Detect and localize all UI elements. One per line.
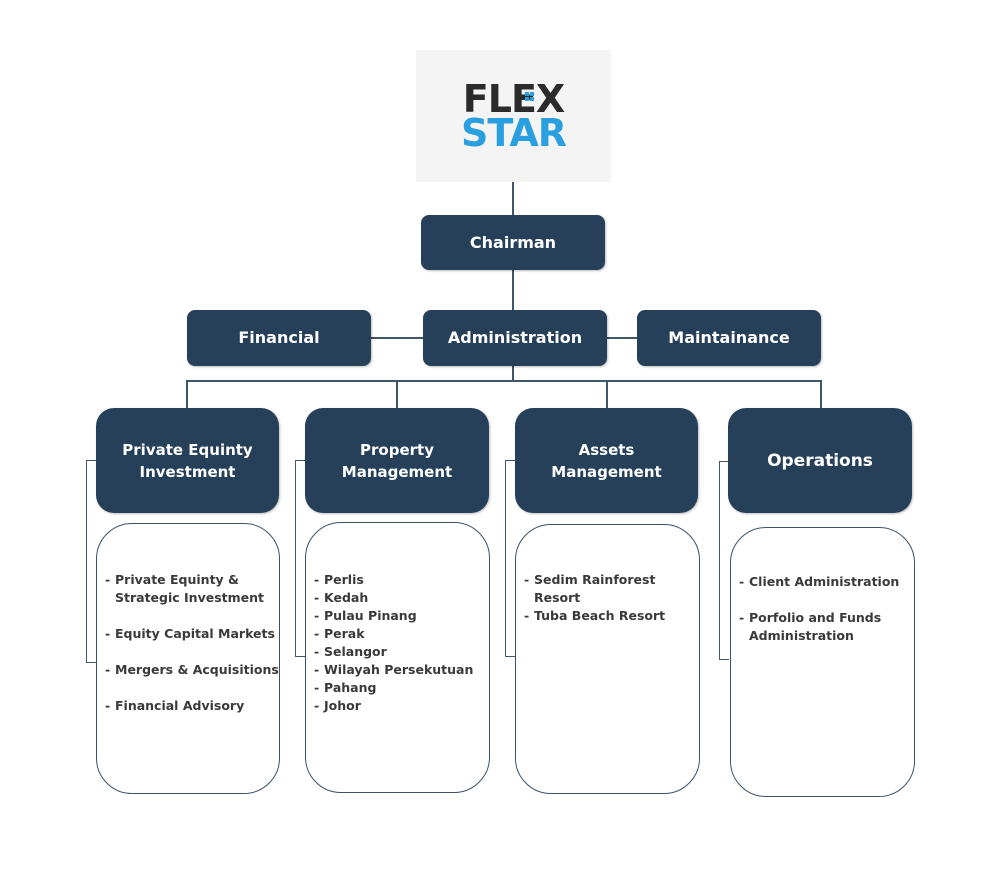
logo-text-bottom: STAR [460,111,567,155]
detail-item: Kedah [314,589,473,607]
connector-logo-chairman [512,182,514,215]
detail-operations: Client Administration Porfolio and Funds… [730,527,915,797]
connector-drop-dept-3 [606,380,608,408]
bracket-dept-2 [295,460,305,657]
window-icon [524,92,534,101]
connector-horizontal-bus [186,380,822,382]
connector-administration-down [512,366,514,382]
detail-item: Tuba Beach Resort [524,607,665,625]
detail-property-management: Perlis Kedah Pulau Pinang Perak Selangor… [305,522,490,793]
bracket-dept-4 [719,461,729,660]
detail-item: Perlis [314,571,473,589]
bracket-dept-1 [86,460,96,663]
dept-title-line: Operations [767,450,873,471]
connector-financial-administration [371,337,423,339]
company-logo: FLEX STAR [416,50,611,182]
connector-drop-dept-2 [396,380,398,408]
connector-chairman-administration [512,270,514,310]
detail-item: Pahang [314,679,473,697]
detail-item: Private Equinty &Strategic Investment [105,571,279,607]
connector-administration-maintainance [607,337,637,339]
detail-item: Financial Advisory [105,697,279,715]
dept-operations: Operations [728,408,912,513]
detail-item: Pulau Pinang [314,607,473,625]
dept-private-equity-investment: Private Equinty Investment [96,408,279,513]
dept-property-management: Property Management [305,408,489,513]
connector-drop-dept-4 [820,380,822,408]
detail-item: Mergers & Acquisitions [105,661,279,679]
detail-item: Wilayah Persekutuan [314,661,473,679]
bracket-dept-3 [505,460,515,657]
maintainance-label: Maintainance [668,328,790,347]
detail-item: Johor [314,697,473,715]
logo-text-top: FLEX [463,80,565,118]
chairman-label: Chairman [469,232,557,252]
detail-item: Selangor [314,643,473,661]
detail-item: Perak [314,625,473,643]
detail-item: Equity Capital Markets [105,625,279,643]
dept-assets-management: Assets Management [515,408,698,513]
administration-label: Administration [447,328,583,347]
financial-node: Financial [187,310,371,366]
dept-title-line: Assets [578,440,635,459]
financial-label: Financial [238,328,320,347]
detail-item: Client Administration [739,573,899,591]
connector-drop-dept-1 [186,380,188,408]
dept-title-line: Private Equinty [122,440,253,459]
dept-title-line: Property [360,440,434,459]
chairman-node: Chairman [421,215,605,270]
logo-word-flex: FLEX [462,77,565,121]
administration-node: Administration [423,310,607,366]
maintainance-node: Maintainance [637,310,821,366]
dept-title-line: Management [341,462,453,481]
dept-title-line: Management [551,462,662,481]
dept-title-line: Investment [139,462,236,481]
detail-private-equity-investment: Private Equinty &Strategic Investment Eq… [96,523,280,794]
